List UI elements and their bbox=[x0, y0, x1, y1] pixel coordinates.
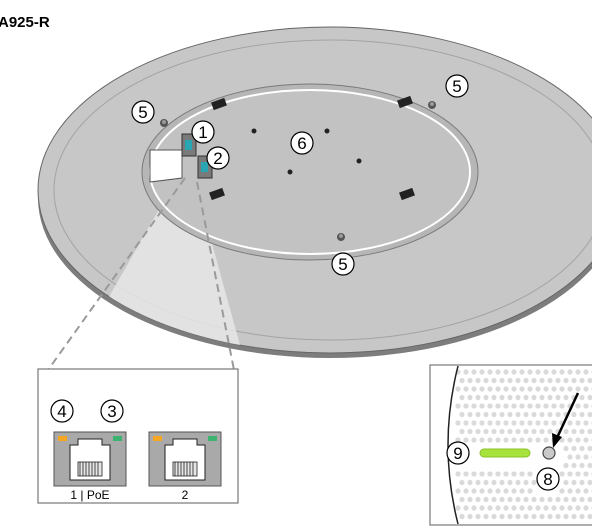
svg-text:6: 6 bbox=[297, 134, 306, 153]
housing-curve bbox=[447, 365, 459, 525]
arrow-shaft bbox=[554, 392, 580, 441]
svg-text:9: 9 bbox=[453, 444, 462, 463]
callout-2: 2 bbox=[206, 146, 230, 170]
access-point-body bbox=[37, 26, 592, 358]
callout-8: 8 bbox=[536, 467, 560, 491]
port-2-label: 2 bbox=[182, 488, 189, 502]
status-led-bar bbox=[479, 448, 531, 458]
mount-slot bbox=[211, 97, 227, 111]
ethernet-port-2 bbox=[148, 431, 222, 487]
screw-hole bbox=[251, 128, 257, 134]
svg-text:2: 2 bbox=[213, 149, 222, 168]
reset-button bbox=[542, 446, 556, 460]
standoff-screw bbox=[160, 119, 168, 127]
disk-rim bbox=[53, 39, 592, 341]
callout-5: 5 bbox=[331, 252, 355, 276]
port-2-link-led bbox=[208, 436, 217, 441]
svg-text:5: 5 bbox=[338, 255, 347, 274]
callout-3: 3 bbox=[100, 399, 124, 423]
mount-slot bbox=[399, 187, 415, 201]
callout-5: 5 bbox=[131, 100, 155, 124]
model-title: A925-R bbox=[0, 14, 50, 31]
mount-slot bbox=[209, 187, 225, 201]
standoff-screw bbox=[337, 233, 345, 241]
port-1-activity-led bbox=[58, 436, 67, 441]
leader-line bbox=[47, 177, 186, 371]
callout-4: 4 bbox=[50, 399, 74, 423]
svg-text:1: 1 bbox=[198, 123, 207, 142]
arrow-head bbox=[552, 433, 562, 448]
svg-text:3: 3 bbox=[107, 402, 116, 421]
status-led-inset: 9 8 bbox=[429, 364, 592, 526]
vent-dot-grid bbox=[455, 369, 592, 520]
screw-hole bbox=[324, 128, 330, 134]
screw-hole bbox=[356, 158, 362, 164]
svg-text:5: 5 bbox=[452, 77, 461, 96]
ethernet-port-1 bbox=[53, 431, 127, 487]
svg-text:4: 4 bbox=[57, 402, 66, 421]
port-2-activity-led bbox=[153, 436, 162, 441]
callout-1: 1 bbox=[191, 120, 215, 144]
svg-text:8: 8 bbox=[543, 470, 552, 489]
callout-9: 9 bbox=[446, 441, 470, 465]
standoff-screw bbox=[428, 101, 436, 109]
leader-line bbox=[196, 181, 235, 371]
mount-slot bbox=[397, 95, 413, 109]
port-detail-inset: 4 3 1 | PoE 2 bbox=[37, 368, 239, 504]
port-1-link-led bbox=[113, 436, 122, 441]
screw-hole bbox=[287, 169, 293, 175]
port-1-label: 1 | PoE bbox=[70, 488, 109, 502]
callout-5: 5 bbox=[445, 74, 469, 98]
svg-text:5: 5 bbox=[138, 103, 147, 122]
callout-6: 6 bbox=[290, 131, 314, 155]
